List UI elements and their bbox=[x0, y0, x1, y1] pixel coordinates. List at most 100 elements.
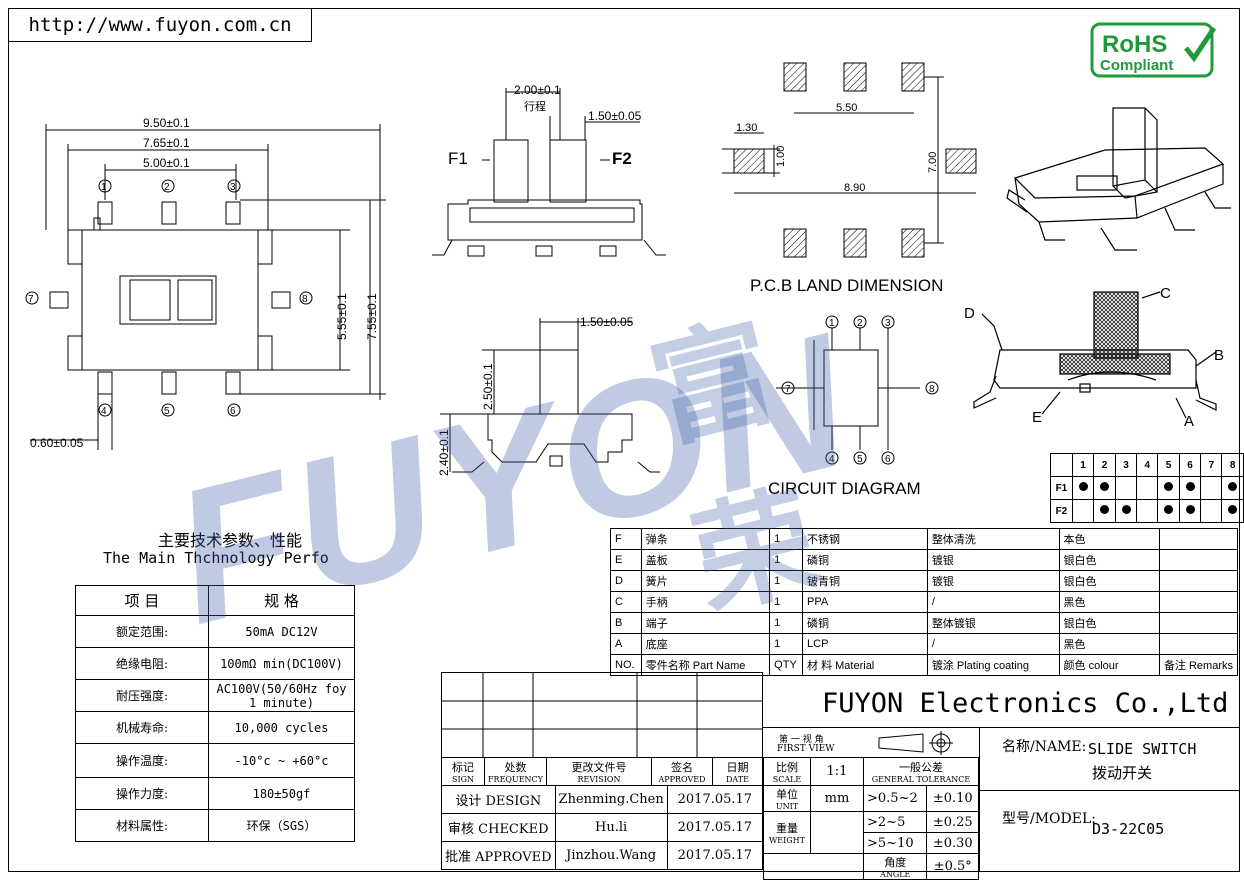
company-name: FUYON Electronics Co.,Ltd bbox=[822, 688, 1229, 719]
bom-cell: 银白色 bbox=[1058, 549, 1160, 571]
function-table-corner bbox=[1050, 453, 1073, 477]
spec-value: 180±50gf bbox=[208, 777, 355, 810]
scale-value: 1:1 bbox=[810, 757, 864, 786]
weight-head-cn: 重量 bbox=[776, 822, 798, 835]
first-view-en: FIRST VIEW bbox=[777, 744, 835, 754]
pin-8-label: 8 bbox=[302, 294, 308, 305]
pcb-dim-5-50: 5.50 bbox=[836, 102, 857, 114]
spec-value: 100mΩ min(DC100V) bbox=[208, 647, 355, 680]
function-table-col-head: 6 bbox=[1178, 453, 1202, 477]
revision-grid bbox=[441, 672, 763, 758]
end-body-dim: 2.40±0.1 bbox=[437, 429, 451, 476]
bom-cell: / bbox=[926, 591, 1060, 613]
iso-label-b: B bbox=[1214, 347, 1224, 364]
function-table-cell bbox=[1071, 499, 1095, 523]
bom-cell: D bbox=[610, 570, 642, 592]
pcb-dim-1-00: 1.00 bbox=[775, 146, 787, 167]
end-view: 1.50±0.05 2.50±0.1 2.40±0.1 bbox=[437, 315, 660, 476]
function-table-cell bbox=[1157, 476, 1180, 500]
bom-cell: 1 bbox=[769, 570, 804, 592]
function-table-cell bbox=[1200, 476, 1223, 500]
iso-label-c: C bbox=[1160, 285, 1171, 302]
angle-head-cn: 角度 bbox=[884, 856, 907, 869]
bom-cell: F bbox=[610, 528, 642, 550]
name-en: SLIDE SWITCH bbox=[1088, 740, 1197, 758]
spec-row: 绝缘电阻:100mΩ min(DC100V) bbox=[75, 647, 355, 680]
circuit-pin-1: 1 bbox=[829, 318, 835, 329]
spec-item: 操作力度: bbox=[75, 777, 209, 810]
tol-head-en: GENERAL TOLERANCE bbox=[871, 775, 971, 784]
dim-7-65: 7.65±0.1 bbox=[143, 136, 190, 150]
bom-cell: C bbox=[610, 591, 642, 613]
function-table-cell bbox=[1178, 499, 1202, 523]
handle-width-dim: 1.50±0.05 bbox=[588, 109, 642, 123]
circuit-pin-5: 5 bbox=[857, 454, 863, 465]
f1-label: F1 bbox=[448, 149, 468, 168]
name-model-block: 名称/NAME: SLIDE SWITCH 拨动开关 型号/MODEL: D3-… bbox=[979, 727, 1239, 871]
bom-cell: 不锈钢 bbox=[802, 528, 928, 550]
iso-label-d: D bbox=[964, 305, 975, 322]
pin-6-label: 6 bbox=[230, 406, 236, 417]
circuit-pin-4: 4 bbox=[829, 454, 835, 465]
unit-value: mm bbox=[810, 785, 864, 812]
bom-cell bbox=[1158, 549, 1239, 571]
stroke-dim: 2.00±0.1 bbox=[514, 83, 561, 97]
function-table-cell bbox=[1200, 499, 1223, 523]
pcb-pad bbox=[783, 62, 807, 92]
tol-value-1: ±0.10 bbox=[926, 785, 979, 812]
spec-item: 绝缘电阻: bbox=[75, 647, 209, 680]
pcb-pad bbox=[843, 228, 867, 258]
function-table-cell bbox=[1178, 476, 1202, 500]
spec-title-en: The Main Thchnology Perfo bbox=[103, 549, 329, 567]
spec-row: 材料属性:环保（SGS） bbox=[75, 809, 355, 842]
projection-symbol-icon bbox=[878, 731, 953, 755]
unit-head-en: UNIT bbox=[775, 802, 799, 811]
bom-cell: B bbox=[610, 612, 642, 634]
bom-cell: NO. bbox=[610, 654, 642, 676]
circuit-pin-2: 2 bbox=[857, 318, 863, 329]
rev-head-freq-en: FREQUENCY bbox=[488, 775, 543, 784]
spec-value: 50mA DC12V bbox=[208, 615, 355, 648]
dim-5-00: 5.00±0.1 bbox=[143, 156, 190, 170]
pin-5-label: 5 bbox=[164, 406, 170, 417]
circuit-title: CIRCUIT DIAGRAM bbox=[768, 479, 921, 498]
bom-cell bbox=[1158, 528, 1239, 550]
rohs-logo: RoHS Compliant bbox=[1090, 22, 1218, 80]
function-table-col-head: 4 bbox=[1136, 453, 1159, 477]
rev-head-approved: 签名 bbox=[670, 761, 693, 774]
function-table-col-head: 1 bbox=[1071, 453, 1095, 477]
pin-7-label: 7 bbox=[28, 294, 34, 305]
spec-title-cn: 主要技术参数、性能 bbox=[158, 531, 303, 550]
spec-item: 耐压强度: bbox=[75, 679, 209, 712]
dim-9-50: 9.50±0.1 bbox=[143, 116, 190, 130]
sign-name: Hu.li bbox=[554, 813, 668, 842]
spec-row: 机械寿命:10,000 cycles bbox=[75, 711, 355, 744]
bom-cell: 盖板 bbox=[640, 549, 771, 571]
url-header[interactable]: http://www.fuyon.com.cn bbox=[8, 8, 312, 42]
bom-cell: 磷铜 bbox=[802, 612, 928, 634]
rohs-badge: RoHS Compliant bbox=[1090, 22, 1217, 78]
spec-item: 操作温度: bbox=[75, 743, 209, 778]
sign-name: Jinzhou.Wang bbox=[554, 841, 668, 870]
circuit-pin-8: 8 bbox=[929, 384, 935, 395]
bom-cell: QTY bbox=[769, 654, 804, 676]
tol-value-3: ±0.30 bbox=[926, 832, 979, 854]
tol-range-3: >5~10 bbox=[862, 832, 928, 854]
end-height-dim: 2.50±0.1 bbox=[481, 363, 495, 410]
bom-cell: 黑色 bbox=[1058, 591, 1160, 613]
bom-cell: 弹条 bbox=[640, 528, 771, 550]
pcb-pad bbox=[901, 228, 925, 258]
end-handle-dim: 1.50±0.05 bbox=[580, 315, 634, 329]
f2-label: F2 bbox=[612, 149, 632, 168]
tol-range-1: >0.5~2 bbox=[862, 785, 928, 812]
spec-value: -10°c ~ +60°c bbox=[208, 743, 355, 778]
pin-4-label: 4 bbox=[101, 406, 107, 417]
pcb-land-view: 5.50 1.30 1.00 7.00 8.90 P.C.B LAND DIME… bbox=[722, 62, 977, 295]
pcb-dim-1-30: 1.30 bbox=[736, 122, 757, 134]
